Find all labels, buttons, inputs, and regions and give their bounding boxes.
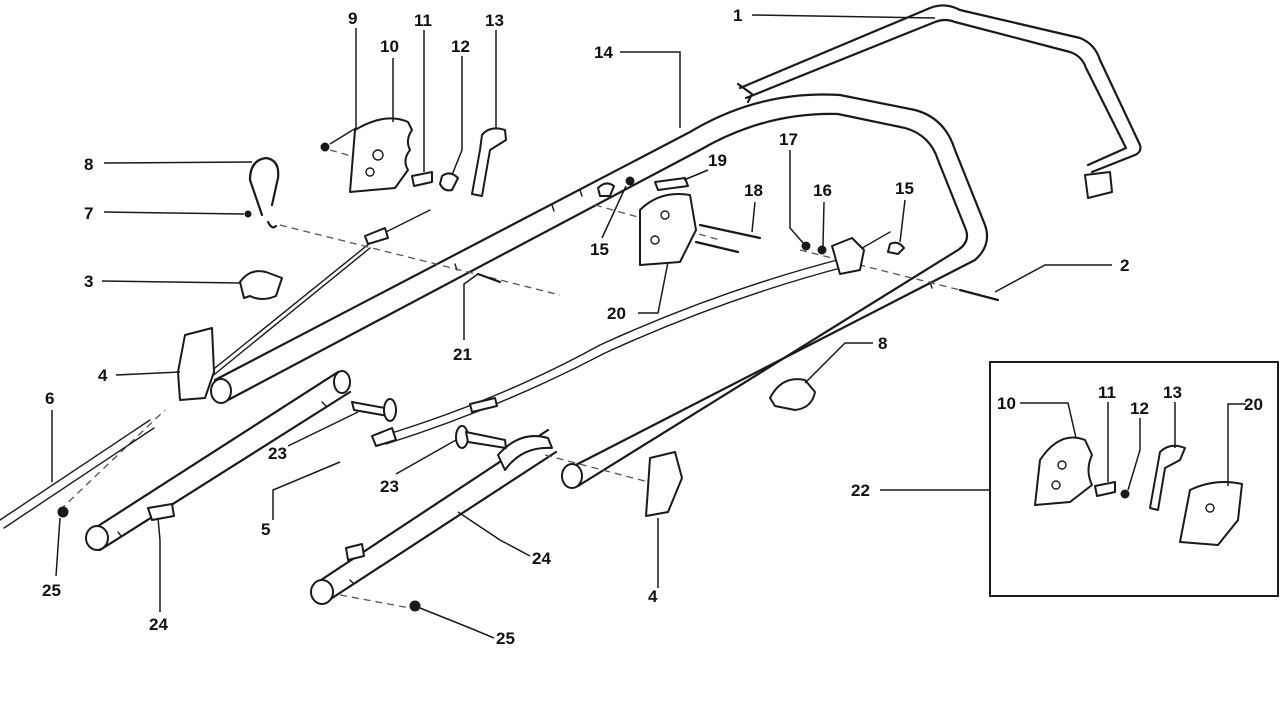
callout-11: 11 (414, 11, 432, 30)
inset-callout-10: 10 (997, 394, 1016, 413)
callout-labels: 1 2 3 4 4 5 6 7 8 8 9 10 11 12 13 14 15 … (42, 6, 1263, 648)
callout-2: 2 (1120, 256, 1129, 275)
cable-clamp (239, 270, 283, 300)
callout-4-left: 4 (98, 366, 108, 385)
lower-tube-right (310, 428, 558, 605)
callout-24-left: 24 (149, 615, 168, 634)
callout-22: 22 (851, 481, 870, 500)
callout-24-right: 24 (532, 549, 551, 568)
callout-25-right: 25 (496, 629, 515, 648)
callout-7: 7 (84, 204, 93, 223)
callout-16: 16 (813, 181, 832, 200)
leader-lines (51, 14, 1246, 639)
cable-clip-lower (769, 378, 816, 411)
upper-handle-bar (736, 4, 1142, 199)
nut-left (57, 506, 69, 518)
replacement-kit-inset (989, 361, 1279, 597)
callout-1: 1 (733, 6, 742, 25)
lower-tube-left (85, 370, 352, 552)
main-handle-frame (210, 93, 989, 489)
callout-13: 13 (485, 11, 504, 30)
inset-callout-12: 12 (1130, 399, 1149, 418)
control-bracket-group-upper (320, 117, 507, 197)
cable-clip-upper (248, 156, 280, 217)
callout-14: 14 (594, 43, 613, 62)
callout-3: 3 (84, 272, 93, 291)
control-cables (204, 209, 891, 447)
callout-17: 17 (779, 130, 798, 149)
clamp-knob-right (645, 451, 683, 517)
inset-callout-20: 20 (1244, 395, 1263, 414)
bolts (351, 398, 507, 449)
callout-15-right: 15 (895, 179, 914, 198)
callout-5: 5 (261, 520, 270, 539)
callout-18: 18 (744, 181, 763, 200)
callout-8-upper: 8 (84, 155, 93, 174)
inset-callout-13: 13 (1163, 383, 1182, 402)
callout-8-lower: 8 (878, 334, 887, 353)
callout-12: 12 (451, 37, 470, 56)
callout-15-left: 15 (590, 240, 609, 259)
callout-21: 21 (453, 345, 472, 364)
hook (244, 210, 278, 229)
callout-19: 19 (708, 151, 727, 170)
callout-6: 6 (45, 389, 54, 408)
nut-right (409, 600, 421, 612)
callout-10: 10 (380, 37, 399, 56)
rod (0, 419, 155, 529)
inset-callout-11: 11 (1098, 383, 1116, 402)
callout-20: 20 (607, 304, 626, 323)
callout-25-left: 25 (42, 581, 61, 600)
callout-4-right: 4 (648, 587, 658, 606)
callout-23-left: 23 (268, 444, 287, 463)
callout-9: 9 (348, 9, 357, 28)
control-bracket-group-middle (597, 176, 1000, 302)
callout-23-right: 23 (380, 477, 399, 496)
clamp-knob-left (177, 327, 215, 401)
pin (476, 272, 502, 284)
